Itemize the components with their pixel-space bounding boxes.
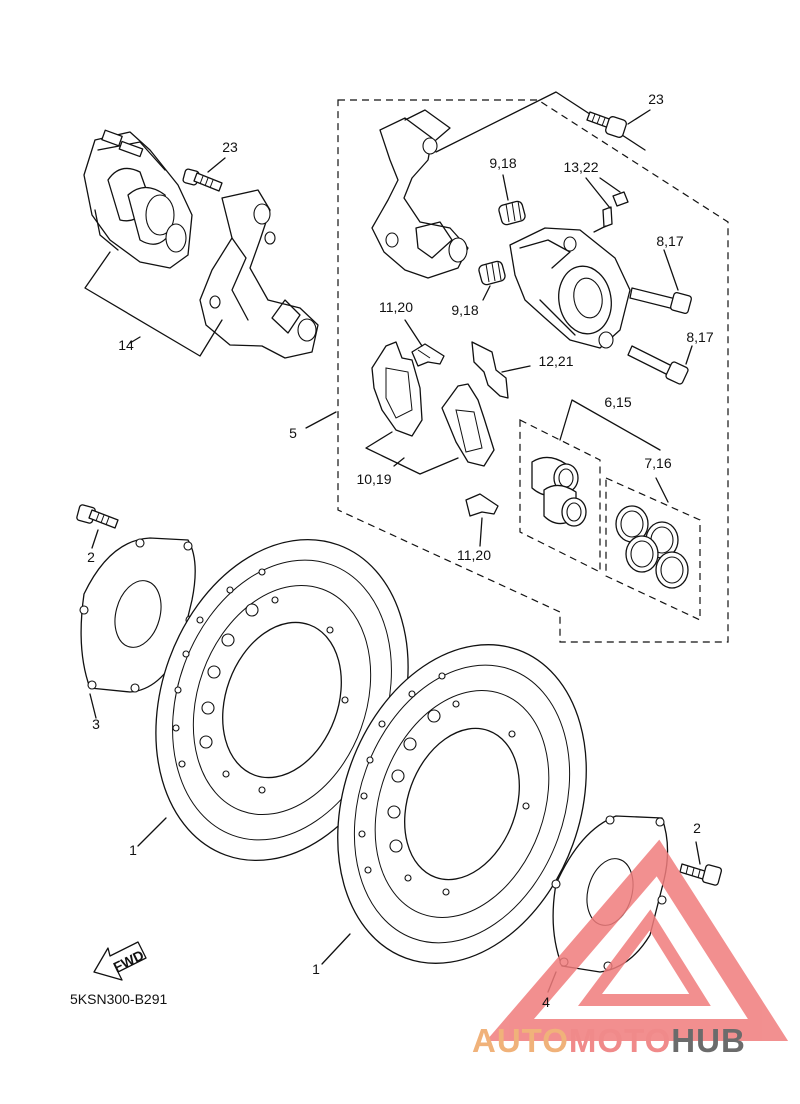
caliper-bracket-left	[199, 189, 319, 359]
watermark-logo	[486, 839, 789, 1041]
callout-2b: 2	[693, 820, 701, 836]
caliper-bracket-right	[371, 109, 469, 279]
watermark-text-part1: AUTO	[472, 1022, 569, 1059]
callout-2a: 2	[87, 549, 95, 565]
slide-pin-8-17-lower	[627, 345, 689, 385]
callout-14: 14	[118, 337, 134, 353]
callout-8-17a: 8,17	[656, 233, 683, 249]
brake-disc-1-right	[337, 644, 587, 964]
disc-cover-plate-3	[79, 537, 196, 693]
slide-pin-8-17-upper	[629, 287, 692, 314]
callout-23b: 23	[648, 91, 664, 107]
callout-7-16: 7,16	[644, 455, 671, 471]
dust-boot-9-18-upper	[498, 200, 526, 226]
callout-1a: 1	[129, 842, 137, 858]
callout-9-18a: 9,18	[489, 155, 516, 171]
bolt-2-left	[76, 504, 119, 529]
callout-1b: 1	[312, 961, 320, 977]
pad-spring-11-20-lower	[465, 493, 499, 517]
callout-10-19: 10,19	[356, 471, 391, 487]
brake-pad-10-19-left	[371, 341, 423, 437]
fwd-label: FWD	[111, 947, 147, 975]
watermark-text-part2: MOTO	[569, 1022, 671, 1059]
assembly-5-dashed-boundary	[337, 99, 729, 643]
callout-3: 3	[92, 716, 100, 732]
caliper-assembly-14	[83, 129, 193, 269]
bleed-screw-13-22	[593, 191, 629, 233]
bolt-23-left	[182, 168, 223, 192]
pad-spring-11-20-upper	[411, 343, 445, 367]
bolt-23-right	[586, 111, 627, 138]
caliper-body-right	[509, 227, 631, 349]
callout-4: 4	[542, 994, 550, 1010]
callout-8-17b: 8,17	[686, 329, 713, 345]
piston-6-15-lower	[543, 484, 587, 527]
callout-6-15: 6,15	[604, 394, 631, 410]
seal-set-7-16-boundary	[605, 477, 701, 621]
watermark-triangle-inner-icon	[578, 909, 711, 1006]
piston-set-6-15-boundary	[519, 419, 601, 573]
seals-7-16	[615, 505, 689, 589]
watermark-triangle-icon	[486, 839, 789, 1041]
watermark-text: AUTOMOTOHUB	[472, 1022, 746, 1059]
fwd-arrow-icon: FWD	[93, 941, 147, 981]
callout-11-20a: 11,20	[379, 299, 413, 315]
callout-23a: 23	[222, 139, 238, 155]
watermark-text-part3: HUB	[671, 1022, 746, 1059]
callout-9-18b: 9,18	[451, 302, 478, 318]
diagram-code: 5KSN300-B291	[70, 991, 168, 1007]
callout-5: 5	[289, 425, 297, 441]
bolt-2-right	[679, 863, 723, 886]
dust-boot-9-18-lower	[478, 260, 506, 286]
pad-shim-12-21	[471, 341, 509, 399]
brake-pad-10-19-right	[441, 383, 495, 467]
callout-12-21: 12,21	[538, 353, 573, 369]
callout-13-22: 13,22	[563, 159, 598, 175]
callout-11-20b: 11,20	[457, 547, 491, 563]
brake-disc-1-left	[155, 538, 409, 862]
